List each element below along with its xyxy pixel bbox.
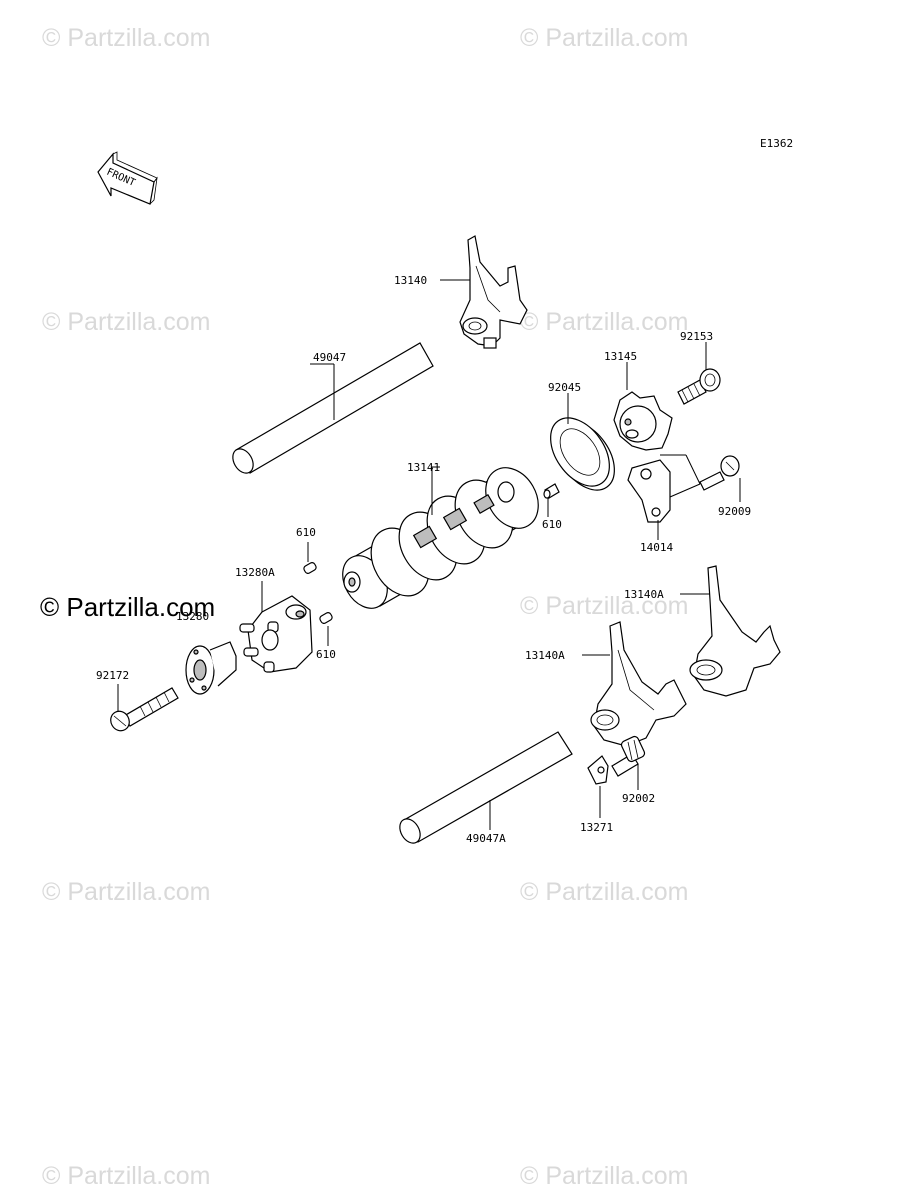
plate bbox=[627, 459, 671, 523]
watermark: © Partzilla.com bbox=[520, 1162, 689, 1190]
dowel-pin-left-bottom bbox=[319, 612, 333, 624]
label-holder: 13145 bbox=[604, 350, 637, 363]
watermark: © Partzilla.com bbox=[42, 1162, 211, 1190]
label-bearing: 92045 bbox=[548, 381, 581, 394]
shift-fork-upper bbox=[459, 235, 528, 349]
label-cam-hidden: 13280 bbox=[176, 610, 209, 623]
shift-fork-right bbox=[689, 565, 781, 697]
label-shaft-top: 49047 bbox=[313, 351, 346, 364]
drum-holder bbox=[613, 391, 673, 451]
watermark: © Partzilla.com bbox=[520, 878, 689, 906]
label-fork-mid: 13140A bbox=[525, 649, 565, 662]
label-shaft-bottom: 49047A bbox=[466, 832, 506, 845]
label-cam: 13280A bbox=[235, 566, 275, 579]
label-fork-top: 13140 bbox=[394, 274, 427, 287]
leader-lines bbox=[117, 279, 741, 830]
bearing bbox=[550, 417, 615, 491]
label-pin-left-bottom: 610 bbox=[316, 648, 336, 661]
front-arrow-icon: FRONT bbox=[97, 151, 158, 205]
dowel-pin-right bbox=[543, 483, 560, 499]
label-bolt-top: 92153 bbox=[680, 330, 713, 343]
watermark: © Partzilla.com bbox=[520, 592, 689, 620]
bolt-lower bbox=[611, 735, 646, 777]
shift-cam bbox=[239, 595, 313, 673]
label-pin-right: 610 bbox=[542, 518, 562, 531]
shift-fork-middle bbox=[590, 621, 687, 747]
dowel-pin-left-top bbox=[303, 562, 317, 574]
screw-right bbox=[699, 455, 740, 491]
shift-drum bbox=[342, 467, 539, 609]
shaft-lower bbox=[399, 731, 573, 844]
screw-left bbox=[110, 687, 179, 732]
watermark: © Partzilla.com bbox=[520, 308, 689, 336]
watermark: © Partzilla.com bbox=[42, 878, 211, 906]
label-bolt-bottom: 92002 bbox=[622, 792, 655, 805]
watermark: © Partzilla.com bbox=[520, 24, 689, 52]
watermark-strong: © Partzilla.com bbox=[40, 592, 216, 622]
label-screw-left: 92172 bbox=[96, 669, 129, 682]
label-drum: 13141 bbox=[407, 461, 440, 474]
stopper bbox=[587, 755, 609, 785]
label-fork-right: 13140A bbox=[624, 588, 664, 601]
label-plate: 14014 bbox=[640, 541, 673, 554]
watermark: © Partzilla.com bbox=[42, 308, 211, 336]
label-screw-right: 92009 bbox=[718, 505, 751, 518]
diagram-code: E1362 bbox=[760, 137, 794, 150]
bolt-upper bbox=[677, 368, 721, 405]
label-stopper: 13271 bbox=[580, 821, 613, 834]
label-pin-left-top: 610 bbox=[296, 526, 316, 539]
shift-cam-plate bbox=[185, 641, 237, 695]
watermark: © Partzilla.com bbox=[42, 24, 211, 52]
